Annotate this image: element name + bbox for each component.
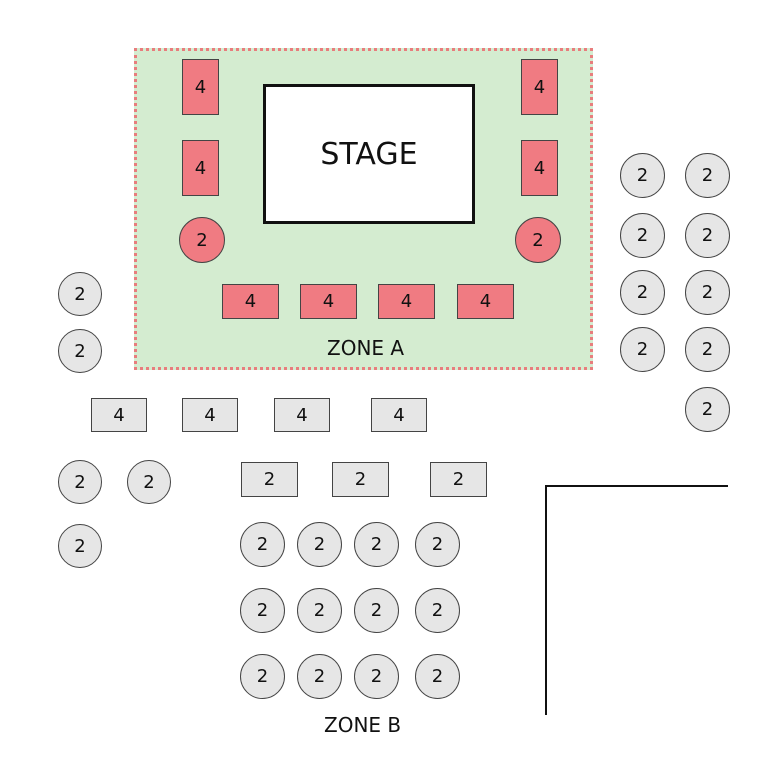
zone-b-right-table[interactable]: 2 — [620, 213, 665, 258]
zone-a-table-right-1[interactable]: 4 — [521, 59, 558, 115]
zone-b-table-two-2[interactable]: 2 — [332, 462, 389, 497]
zone-b-grid-table[interactable]: 2 — [297, 588, 342, 633]
zone-b-grid-table[interactable]: 2 — [415, 654, 460, 699]
zone-b-round-left-4[interactable]: 2 — [127, 460, 171, 504]
zone-b-label: ZONE B — [324, 713, 402, 737]
zone-b-right-table[interactable]: 2 — [685, 213, 730, 258]
zone-b-round-left-2[interactable]: 2 — [58, 329, 102, 373]
zone-a-table-front-3[interactable]: 4 — [378, 284, 435, 319]
stage: STAGE — [263, 84, 475, 224]
zone-b-round-left-3[interactable]: 2 — [58, 460, 102, 504]
zone-b-right-table[interactable]: 2 — [685, 387, 730, 432]
zone-b-right-table[interactable]: 2 — [685, 327, 730, 372]
zone-a-table-left-1[interactable]: 4 — [182, 59, 219, 115]
zone-b-grid-table[interactable]: 2 — [240, 654, 285, 699]
zone-b-grid-table[interactable]: 2 — [297, 522, 342, 567]
zone-a-table-left-2[interactable]: 4 — [182, 140, 219, 196]
zone-b-grid-table[interactable]: 2 — [354, 588, 399, 633]
zone-b-right-table[interactable]: 2 — [620, 153, 665, 198]
zone-b-grid-table[interactable]: 2 — [354, 522, 399, 567]
zone-a-table-front-1[interactable]: 4 — [222, 284, 279, 319]
wall-horizontal — [545, 485, 728, 487]
zone-a-table-right-round[interactable]: 2 — [515, 217, 561, 263]
zone-a-table-left-round[interactable]: 2 — [179, 217, 225, 263]
zone-b-table-two-3[interactable]: 2 — [430, 462, 487, 497]
zone-b-table-four-1[interactable]: 4 — [91, 398, 147, 432]
zone-b-grid-table[interactable]: 2 — [240, 522, 285, 567]
zone-b-grid-table[interactable]: 2 — [297, 654, 342, 699]
zone-a-table-front-4[interactable]: 4 — [457, 284, 514, 319]
stage-label: STAGE — [320, 136, 418, 172]
zone-b-table-four-3[interactable]: 4 — [274, 398, 330, 432]
zone-b-right-table[interactable]: 2 — [685, 153, 730, 198]
zone-b-grid-table[interactable]: 2 — [415, 522, 460, 567]
zone-a-table-right-2[interactable]: 4 — [521, 140, 558, 196]
zone-b-table-four-4[interactable]: 4 — [371, 398, 427, 432]
zone-b-right-table[interactable]: 2 — [620, 327, 665, 372]
zone-b-round-left-5[interactable]: 2 — [58, 524, 102, 568]
zone-b-table-four-2[interactable]: 4 — [182, 398, 238, 432]
zone-a-table-front-2[interactable]: 4 — [300, 284, 357, 319]
zone-b-grid-table[interactable]: 2 — [415, 588, 460, 633]
zone-b-table-two-1[interactable]: 2 — [241, 462, 298, 497]
zone-a-label: ZONE A — [327, 336, 405, 360]
zone-b-grid-table[interactable]: 2 — [354, 654, 399, 699]
zone-b-right-table[interactable]: 2 — [620, 270, 665, 315]
zone-b-round-left-1[interactable]: 2 — [58, 272, 102, 316]
zone-b-right-table[interactable]: 2 — [685, 270, 730, 315]
zone-b-grid-table[interactable]: 2 — [240, 588, 285, 633]
wall-vertical — [545, 485, 547, 715]
